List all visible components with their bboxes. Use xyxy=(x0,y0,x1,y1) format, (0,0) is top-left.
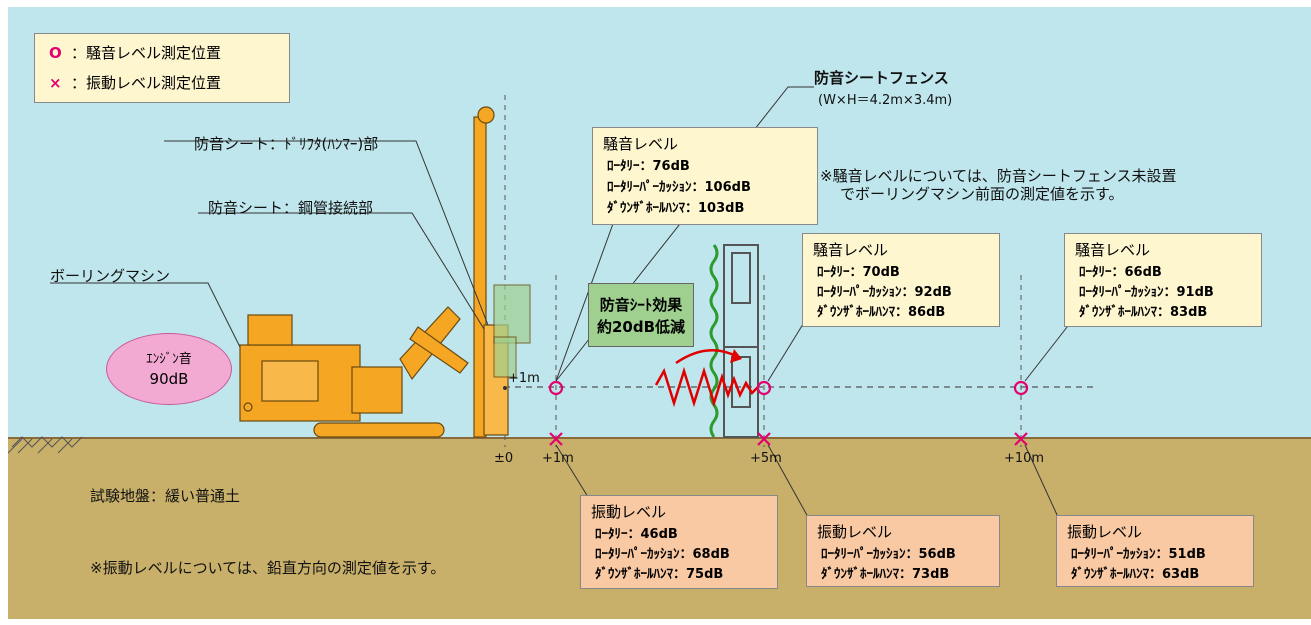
sound-sheet-wave xyxy=(709,244,719,438)
label-sheet-drifter: 防音シート：ﾄﾞﾘﾌﾀ(ﾊﾝﾏｰ)部 xyxy=(194,135,379,153)
noise-box-title: 騒音レベル xyxy=(603,135,679,153)
noise-box-1m: 騒音レベル ﾛｰﾀﾘｰ：76dB ﾛｰﾀﾘｰﾊﾟｰｶｯｼｮﾝ：106dB ﾀﾞｳ… xyxy=(592,127,818,225)
vibration-box-line: ﾛｰﾀﾘｰﾊﾟｰｶｯｼｮﾝ：51dB xyxy=(1071,547,1206,562)
boring-machine-drawing xyxy=(239,106,531,438)
noise-marker-icon: O xyxy=(49,44,62,62)
sound-sheet-effect-box: 防音ｼｰﾄ効果 約20dB低減 xyxy=(588,283,694,347)
vibration-marker-5m xyxy=(757,432,771,446)
tick-zero: ±0 xyxy=(494,451,514,466)
attenuation-arrow xyxy=(675,349,739,365)
noise-box-5m: 騒音レベル ﾛｰﾀﾘｰ：70dB ﾛｰﾀﾘｰﾊﾟｰｶｯｼｮﾝ：92dB ﾀﾞｳﾝ… xyxy=(802,233,1000,327)
vibration-box-line: ﾀﾞｳﾝｻﾞﾎｰﾙﾊﾝﾏ：73dB xyxy=(821,567,950,582)
noise-marker-10m xyxy=(1013,380,1029,396)
noise-box-line: ﾀﾞｳﾝｻﾞﾎｰﾙﾊﾝﾏ：83dB xyxy=(1079,305,1208,320)
sheet-joint-box xyxy=(493,336,517,378)
legend-noise-label: ：騒音レベル測定位置 xyxy=(71,44,222,62)
noise-box-line: ﾛｰﾀﾘｰﾊﾟｰｶｯｼｮﾝ：91dB xyxy=(1079,285,1214,300)
noise-box-line: ﾛｰﾀﾘｰﾊﾟｰｶｯｼｮﾝ：106dB xyxy=(607,180,751,195)
engine-line2: 90dB xyxy=(149,370,189,388)
noise-marker-1m xyxy=(548,380,564,396)
vibration-box-title: 振動レベル xyxy=(1067,523,1143,541)
diagram-drawing xyxy=(8,86,1098,518)
vibration-box-10m: 振動レベル ﾛｰﾀﾘｰﾊﾟｰｶｯｼｮﾝ：51dB ﾀﾞｳﾝｻﾞﾎｰﾙﾊﾝﾏ：63… xyxy=(1056,515,1254,587)
tick-plus1-upper: +1m xyxy=(508,371,540,386)
legend: O ：騒音レベル測定位置 × ：振動レベル測定位置 xyxy=(34,33,290,103)
label-boring-machine: ボーリングマシン xyxy=(50,267,171,285)
vibration-marker-10m xyxy=(1014,432,1028,446)
fence-size: (W×H＝4.2m×3.4m) xyxy=(818,93,953,108)
vibration-box-line: ﾛｰﾀﾘｰ：46dB xyxy=(595,527,678,542)
sheet-drifter-box xyxy=(493,284,531,344)
effect-line2: 約20dB低減 xyxy=(596,318,686,336)
tick-plus5: +5m xyxy=(750,451,782,466)
vibration-box-1m: 振動レベル ﾛｰﾀﾘｰ：46dB ﾛｰﾀﾘｰﾊﾟｰｶｯｼｮﾝ：68dB ﾀﾞｳﾝ… xyxy=(580,495,778,589)
noise-box-title: 騒音レベル xyxy=(1075,241,1151,259)
ground-type-label: 試験地盤：緩い普通土 xyxy=(90,487,241,505)
tick-plus10: +10m xyxy=(1004,451,1045,466)
sound-fence-drawing xyxy=(723,244,759,438)
legend-vibration-label: ：振動レベル測定位置 xyxy=(71,74,222,92)
vibration-box-line: ﾛｰﾀﾘｰﾊﾟｰｶｯｼｮﾝ：68dB xyxy=(595,547,730,562)
vibration-marker-icon: × xyxy=(49,74,62,92)
vibration-box-line: ﾛｰﾀﾘｰﾊﾟｰｶｯｼｮﾝ：56dB xyxy=(821,547,956,562)
effect-line1: 防音ｼｰﾄ効果 xyxy=(599,296,683,314)
vibration-box-5m: 振動レベル ﾛｰﾀﾘｰﾊﾟｰｶｯｼｮﾝ：56dB ﾀﾞｳﾝｻﾞﾎｰﾙﾊﾝﾏ：73… xyxy=(806,515,1000,587)
noise-box-line: ﾛｰﾀﾘｰﾊﾟｰｶｯｼｮﾝ：92dB xyxy=(817,285,952,300)
noise-note-line2: でボーリングマシン前面の測定値を示す。 xyxy=(840,185,1124,203)
diagram-frame: O ：騒音レベル測定位置 × ：振動レベル測定位置 防音シートフェンス (W×H＝4… xyxy=(8,7,1311,619)
fence-title: 防音シートフェンス xyxy=(814,69,949,87)
engine-line1: ｴﾝｼﾞﾝ音 xyxy=(146,352,192,367)
noise-box-line: ﾀﾞｳﾝｻﾞﾎｰﾙﾊﾝﾏ：103dB xyxy=(607,201,745,216)
vibration-box-title: 振動レベル xyxy=(591,503,667,521)
vibration-box-line: ﾀﾞｳﾝｻﾞﾎｰﾙﾊﾝﾏ：75dB xyxy=(595,567,724,582)
legend-vibration: × ：振動レベル測定位置 xyxy=(49,72,221,93)
ground-hatch xyxy=(8,436,83,454)
tick-plus1: +1m xyxy=(542,451,574,466)
noise-box-title: 騒音レベル xyxy=(813,241,889,259)
vibration-box-line: ﾀﾞｳﾝｻﾞﾎｰﾙﾊﾝﾏ：63dB xyxy=(1071,567,1200,582)
noise-box-10m: 騒音レベル ﾛｰﾀﾘｰ：66dB ﾛｰﾀﾘｰﾊﾟｰｶｯｼｮﾝ：91dB ﾀﾞｳﾝ… xyxy=(1064,233,1262,327)
legend-noise: O ：騒音レベル測定位置 xyxy=(49,42,221,63)
vibration-note: ※振動レベルについては、鉛直方向の測定値を示す。 xyxy=(90,559,446,577)
label-sheet-joint: 防音シート：鋼管接続部 xyxy=(208,199,374,217)
machine-track xyxy=(313,422,445,438)
noise-wave xyxy=(654,366,759,408)
noise-box-line: ﾛｰﾀﾘｰ：70dB xyxy=(817,265,900,280)
vibration-box-title: 振動レベル xyxy=(817,523,893,541)
vibration-marker-1m xyxy=(549,432,563,446)
noise-box-line: ﾛｰﾀﾘｰ：66dB xyxy=(1079,265,1162,280)
noise-marker-5m xyxy=(756,380,772,396)
noise-note-line1: ※騒音レベルについては、防音シートフェンス未設置 xyxy=(820,167,1177,185)
noise-box-line: ﾛｰﾀﾘｰ：76dB xyxy=(607,159,690,174)
engine-noise-ellipse: ｴﾝｼﾞﾝ音 90dB xyxy=(106,333,232,405)
noise-box-line: ﾀﾞｳﾝｻﾞﾎｰﾙﾊﾝﾏ：86dB xyxy=(817,305,946,320)
